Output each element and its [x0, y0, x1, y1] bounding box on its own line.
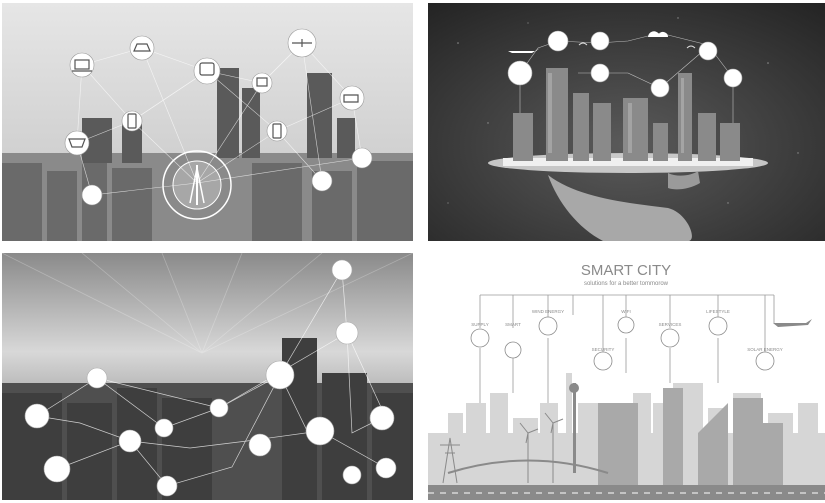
people-icon — [86, 367, 108, 389]
cloud-icon — [648, 31, 668, 37]
tablet-city-photo — [428, 3, 825, 241]
label-security: SECURITY — [592, 347, 615, 352]
smart-icon — [504, 341, 522, 359]
label-services: SERVICES — [659, 322, 682, 327]
tower-icon — [162, 150, 232, 220]
infographic-subtitle: solutions for a better tommorow — [584, 281, 669, 287]
cctv-icon — [81, 184, 103, 206]
laptop-icon — [69, 52, 95, 78]
monitor-icon — [251, 72, 273, 94]
wifi-icon — [590, 63, 610, 83]
share-icon — [590, 31, 610, 51]
dollar-icon — [650, 78, 670, 98]
label-smart: SMART — [505, 322, 521, 327]
cctv-icon — [339, 85, 365, 111]
wifi-icon — [547, 30, 569, 52]
monitor-icon — [248, 433, 272, 457]
lifestyle-icon — [708, 316, 728, 336]
building-icon — [209, 398, 229, 418]
monitor-icon — [375, 457, 397, 479]
skyline-network-photo — [2, 253, 413, 500]
services-icon — [660, 328, 680, 348]
supply-icon — [470, 328, 490, 348]
car-icon — [342, 465, 362, 485]
label-wind-energy: WIND ENERGY — [532, 309, 564, 314]
infographic-title: SMART CITY — [581, 262, 671, 279]
airplane-icon — [773, 319, 812, 327]
car-icon — [129, 35, 155, 61]
airplane-icon — [508, 48, 540, 53]
building-icon — [118, 429, 142, 453]
phone-icon — [121, 110, 143, 132]
bus-icon — [311, 170, 333, 192]
city-iot-network-photo — [2, 3, 413, 241]
cloud-icon — [265, 360, 295, 390]
shopping-cart-icon — [64, 130, 90, 156]
building-icon — [305, 416, 335, 446]
security-icon — [593, 351, 613, 371]
label-wifi: WIFI — [621, 309, 631, 314]
wifi-icon — [698, 41, 718, 61]
factory-icon — [369, 405, 395, 431]
smart-city-infographic-svg: SMART CITY solutions for a better tommor… — [428, 253, 825, 500]
train-icon — [193, 57, 221, 85]
tablet-city-illustration — [428, 3, 825, 241]
smart-city-infographic: SMART CITY solutions for a better tommor… — [428, 253, 825, 500]
wifi-icon — [617, 316, 635, 334]
building-icon — [154, 418, 174, 438]
label-lifestyle: LIFESTYLE — [706, 309, 730, 314]
wifi-icon — [331, 259, 353, 281]
label-supply: SUPPLY — [471, 322, 488, 327]
car-icon — [43, 455, 71, 483]
city-iot-network-illustration — [2, 3, 413, 241]
bus-icon — [156, 475, 178, 497]
people-icon — [335, 321, 359, 345]
wifi-icon — [723, 68, 743, 88]
skyline-network-illustration — [2, 253, 413, 500]
label-solar-energy: SOLAR ENERGY — [747, 347, 783, 352]
bus-icon — [351, 147, 373, 169]
wind-energy-icon — [538, 316, 558, 336]
factory-icon — [24, 403, 50, 429]
solar-energy-icon — [755, 351, 775, 371]
wifi-icon — [507, 60, 533, 86]
phone-icon — [266, 120, 288, 142]
